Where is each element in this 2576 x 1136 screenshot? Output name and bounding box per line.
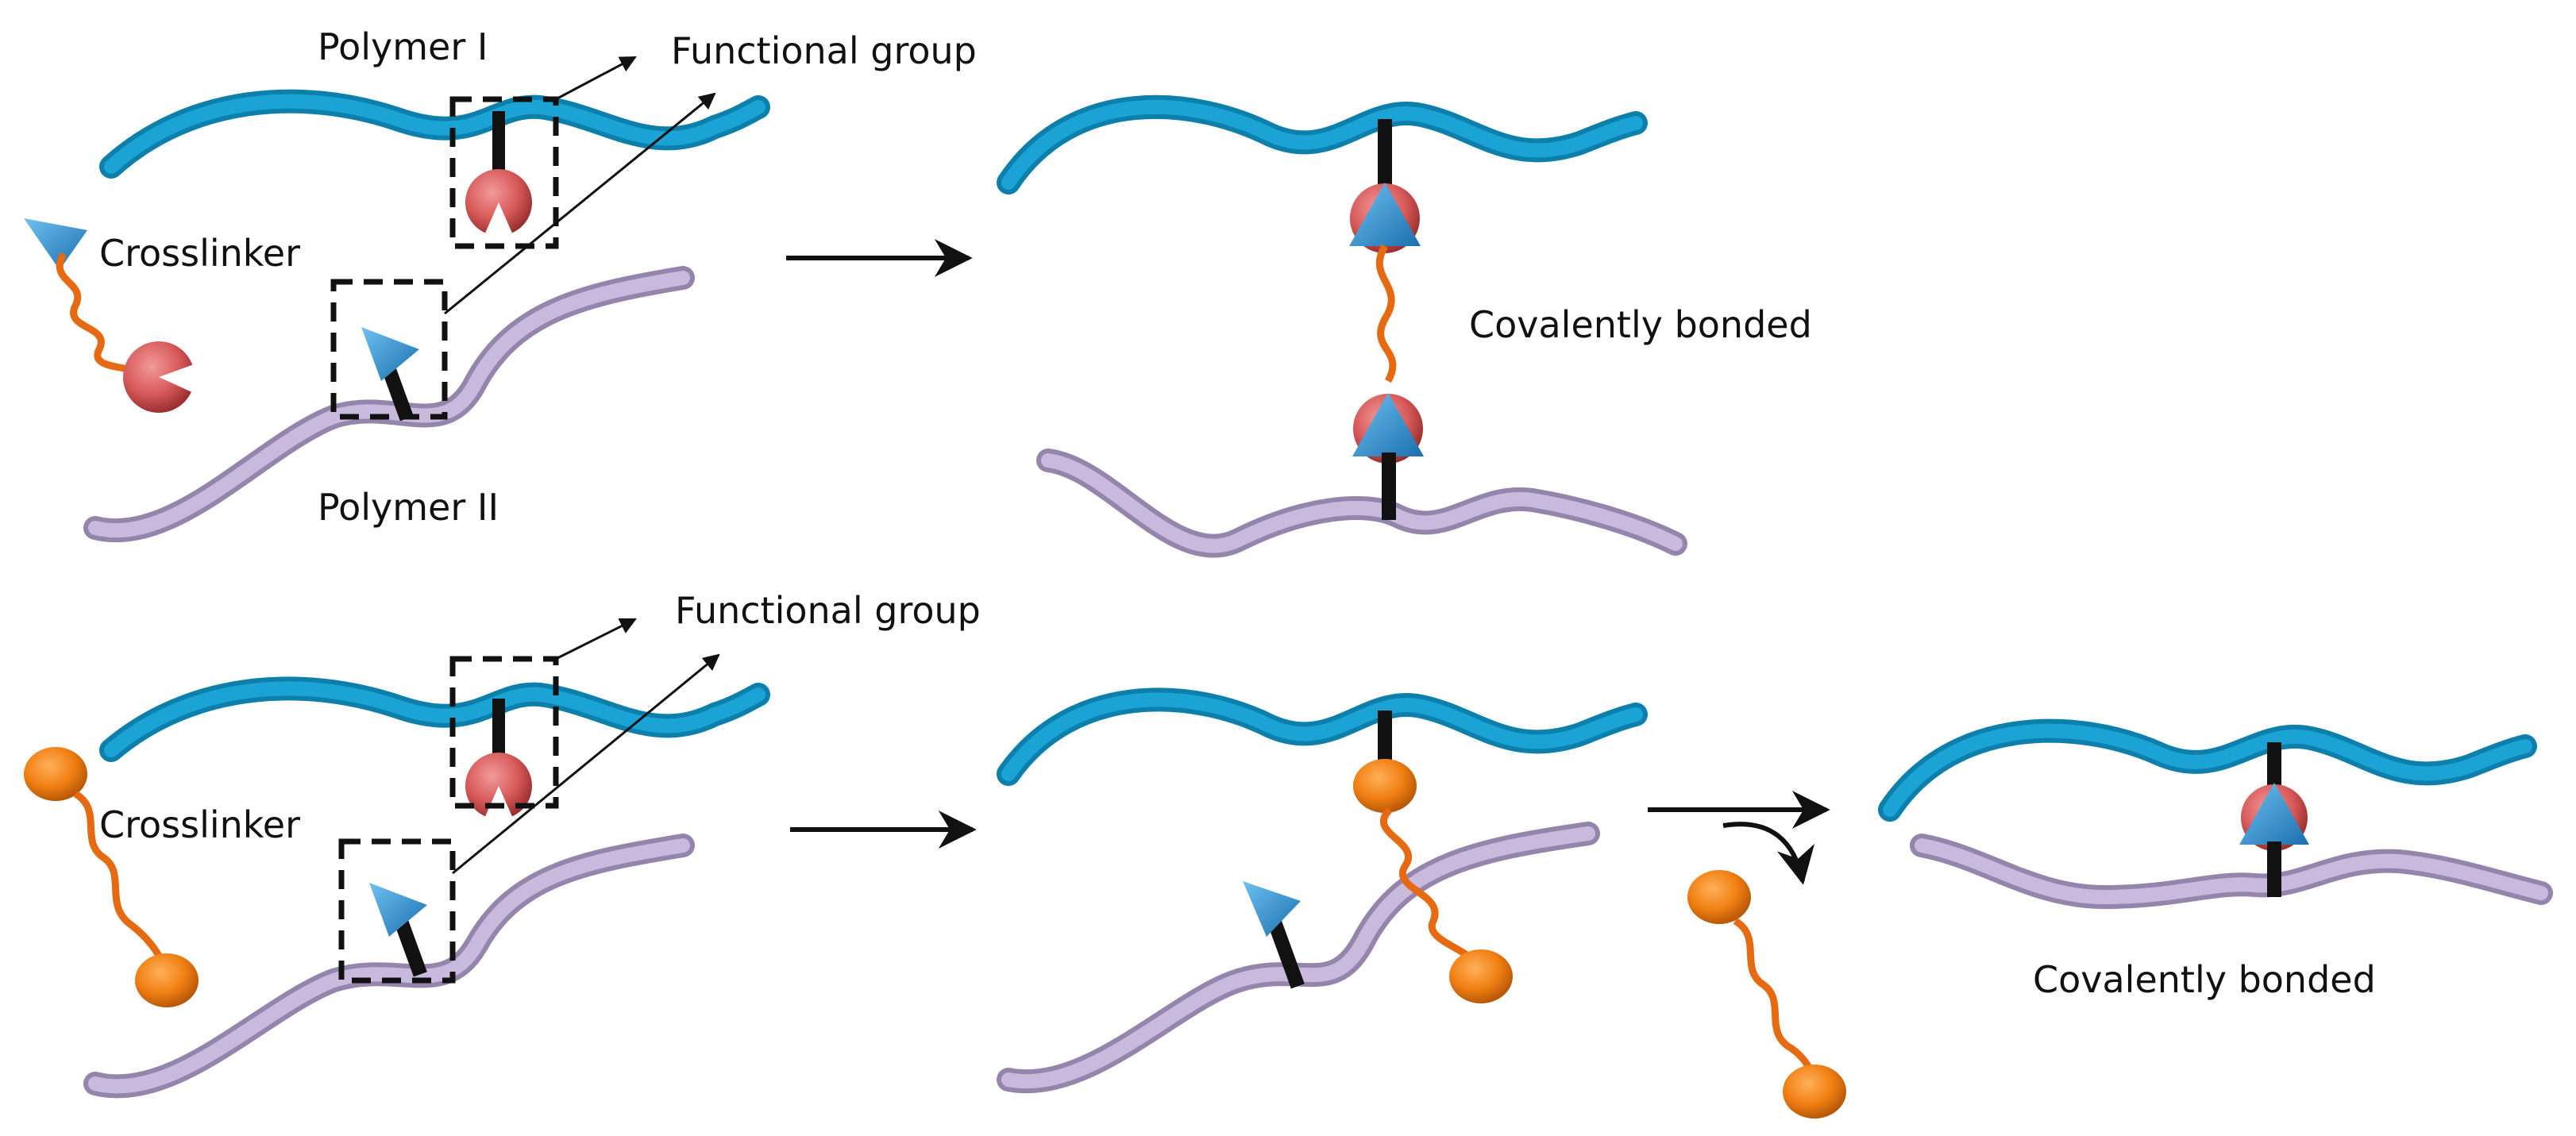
bonded-top-stub	[1378, 119, 1392, 191]
label-covalently-bonded-bottom: Covalently bonded	[2033, 958, 2376, 1001]
label-functional-group-bottom: Functional group	[675, 589, 981, 632]
intermediate-crosslinker-chain	[1380, 807, 1471, 960]
polymer-one-highlight-lower	[104, 681, 765, 757]
polymer-one-bond-stub	[492, 111, 505, 183]
crosslinker-chain-lower	[73, 791, 167, 966]
polymer-one-strand-highlight	[104, 94, 765, 174]
label-functional-group-top: Functional group	[671, 29, 977, 72]
callout-arrow-functional-group-4	[452, 653, 720, 875]
label-covalently-bonded-top: Covalently bonded	[1469, 303, 1812, 346]
polymer-one-bond-stub-lower	[492, 699, 505, 766]
polymer-two-highlight-lower	[88, 838, 690, 1094]
label-crosslinker-bottom: Crosslinker	[99, 803, 300, 846]
reactive-group-icon	[361, 327, 419, 381]
panel-bottom-left: Functional group Crosslinker	[24, 589, 981, 1099]
panel-bottom-right: Covalently bonded	[1878, 718, 2553, 1001]
panel-bottom-middle	[997, 687, 1648, 1094]
intermediate-polymer-one-highlight	[1001, 692, 1643, 781]
bonded-polymer-one-highlight	[1001, 99, 1643, 190]
final-polymer-two-highlight	[1915, 838, 2548, 905]
reactive-group-icon-lower	[369, 883, 427, 937]
crosslinker-reactive-end-icon	[24, 218, 87, 270]
functional-group-box-polymer-one-lower	[449, 656, 559, 809]
functional-group-box-polymer-one	[449, 96, 559, 249]
release-arrow	[1722, 822, 1815, 885]
panel-top-right: Covalently bonded	[997, 94, 1812, 558]
bonded-crosslinker-chain	[1375, 244, 1397, 383]
intermediate-bound-end-icon	[1353, 759, 1417, 813]
bonded-bottom-junction-icon	[1352, 393, 1424, 464]
free-crosslinker-lower	[24, 747, 199, 1007]
released-crosslinker	[1687, 870, 1846, 1119]
callout-arrow-functional-group-1	[555, 56, 637, 101]
receptor-group-icon-lower	[465, 753, 532, 826]
final-junction-icon	[2239, 783, 2309, 851]
panel-top-left: Polymer I Functional group Crosslinker P…	[24, 25, 977, 543]
final-polymer-one-highlight	[1883, 723, 2532, 817]
intermediate-reactive-group-icon	[1243, 881, 1301, 937]
intermediate-bottom-stub	[1267, 920, 1305, 989]
functional-group-box-polymer-two-lower	[338, 838, 456, 984]
final-bottom-stub	[2267, 841, 2281, 897]
crosslinker-end-top-icon	[24, 747, 87, 801]
released-end-bottom-icon	[1783, 1065, 1846, 1119]
label-crosslinker-top: Crosslinker	[99, 232, 300, 275]
intermediate-free-end-icon	[1449, 949, 1513, 1003]
bonded-top-junction-icon	[1349, 183, 1421, 253]
callout-arrow-functional-group-3	[555, 618, 637, 660]
free-crosslinker	[24, 218, 202, 413]
crosslinker-receptor-end-icon	[123, 341, 202, 413]
intermediate-top-stub	[1378, 710, 1392, 766]
intermediate-polymer-two-highlight	[1001, 826, 1595, 1089]
final-top-stub	[2267, 742, 2281, 790]
bonded-bottom-stub	[1382, 452, 1396, 520]
label-polymer-one: Polymer I	[318, 25, 488, 68]
crosslinker-chain	[56, 252, 141, 377]
functional-group-box-polymer-two	[330, 279, 448, 420]
crosslinker-end-bottom-icon	[135, 953, 199, 1007]
released-end-top-icon	[1687, 870, 1751, 924]
label-polymer-two: Polymer II	[318, 486, 499, 529]
released-chain	[1733, 918, 1816, 1077]
callout-arrow-functional-group-2	[444, 92, 716, 315]
receptor-group-icon	[465, 169, 532, 242]
